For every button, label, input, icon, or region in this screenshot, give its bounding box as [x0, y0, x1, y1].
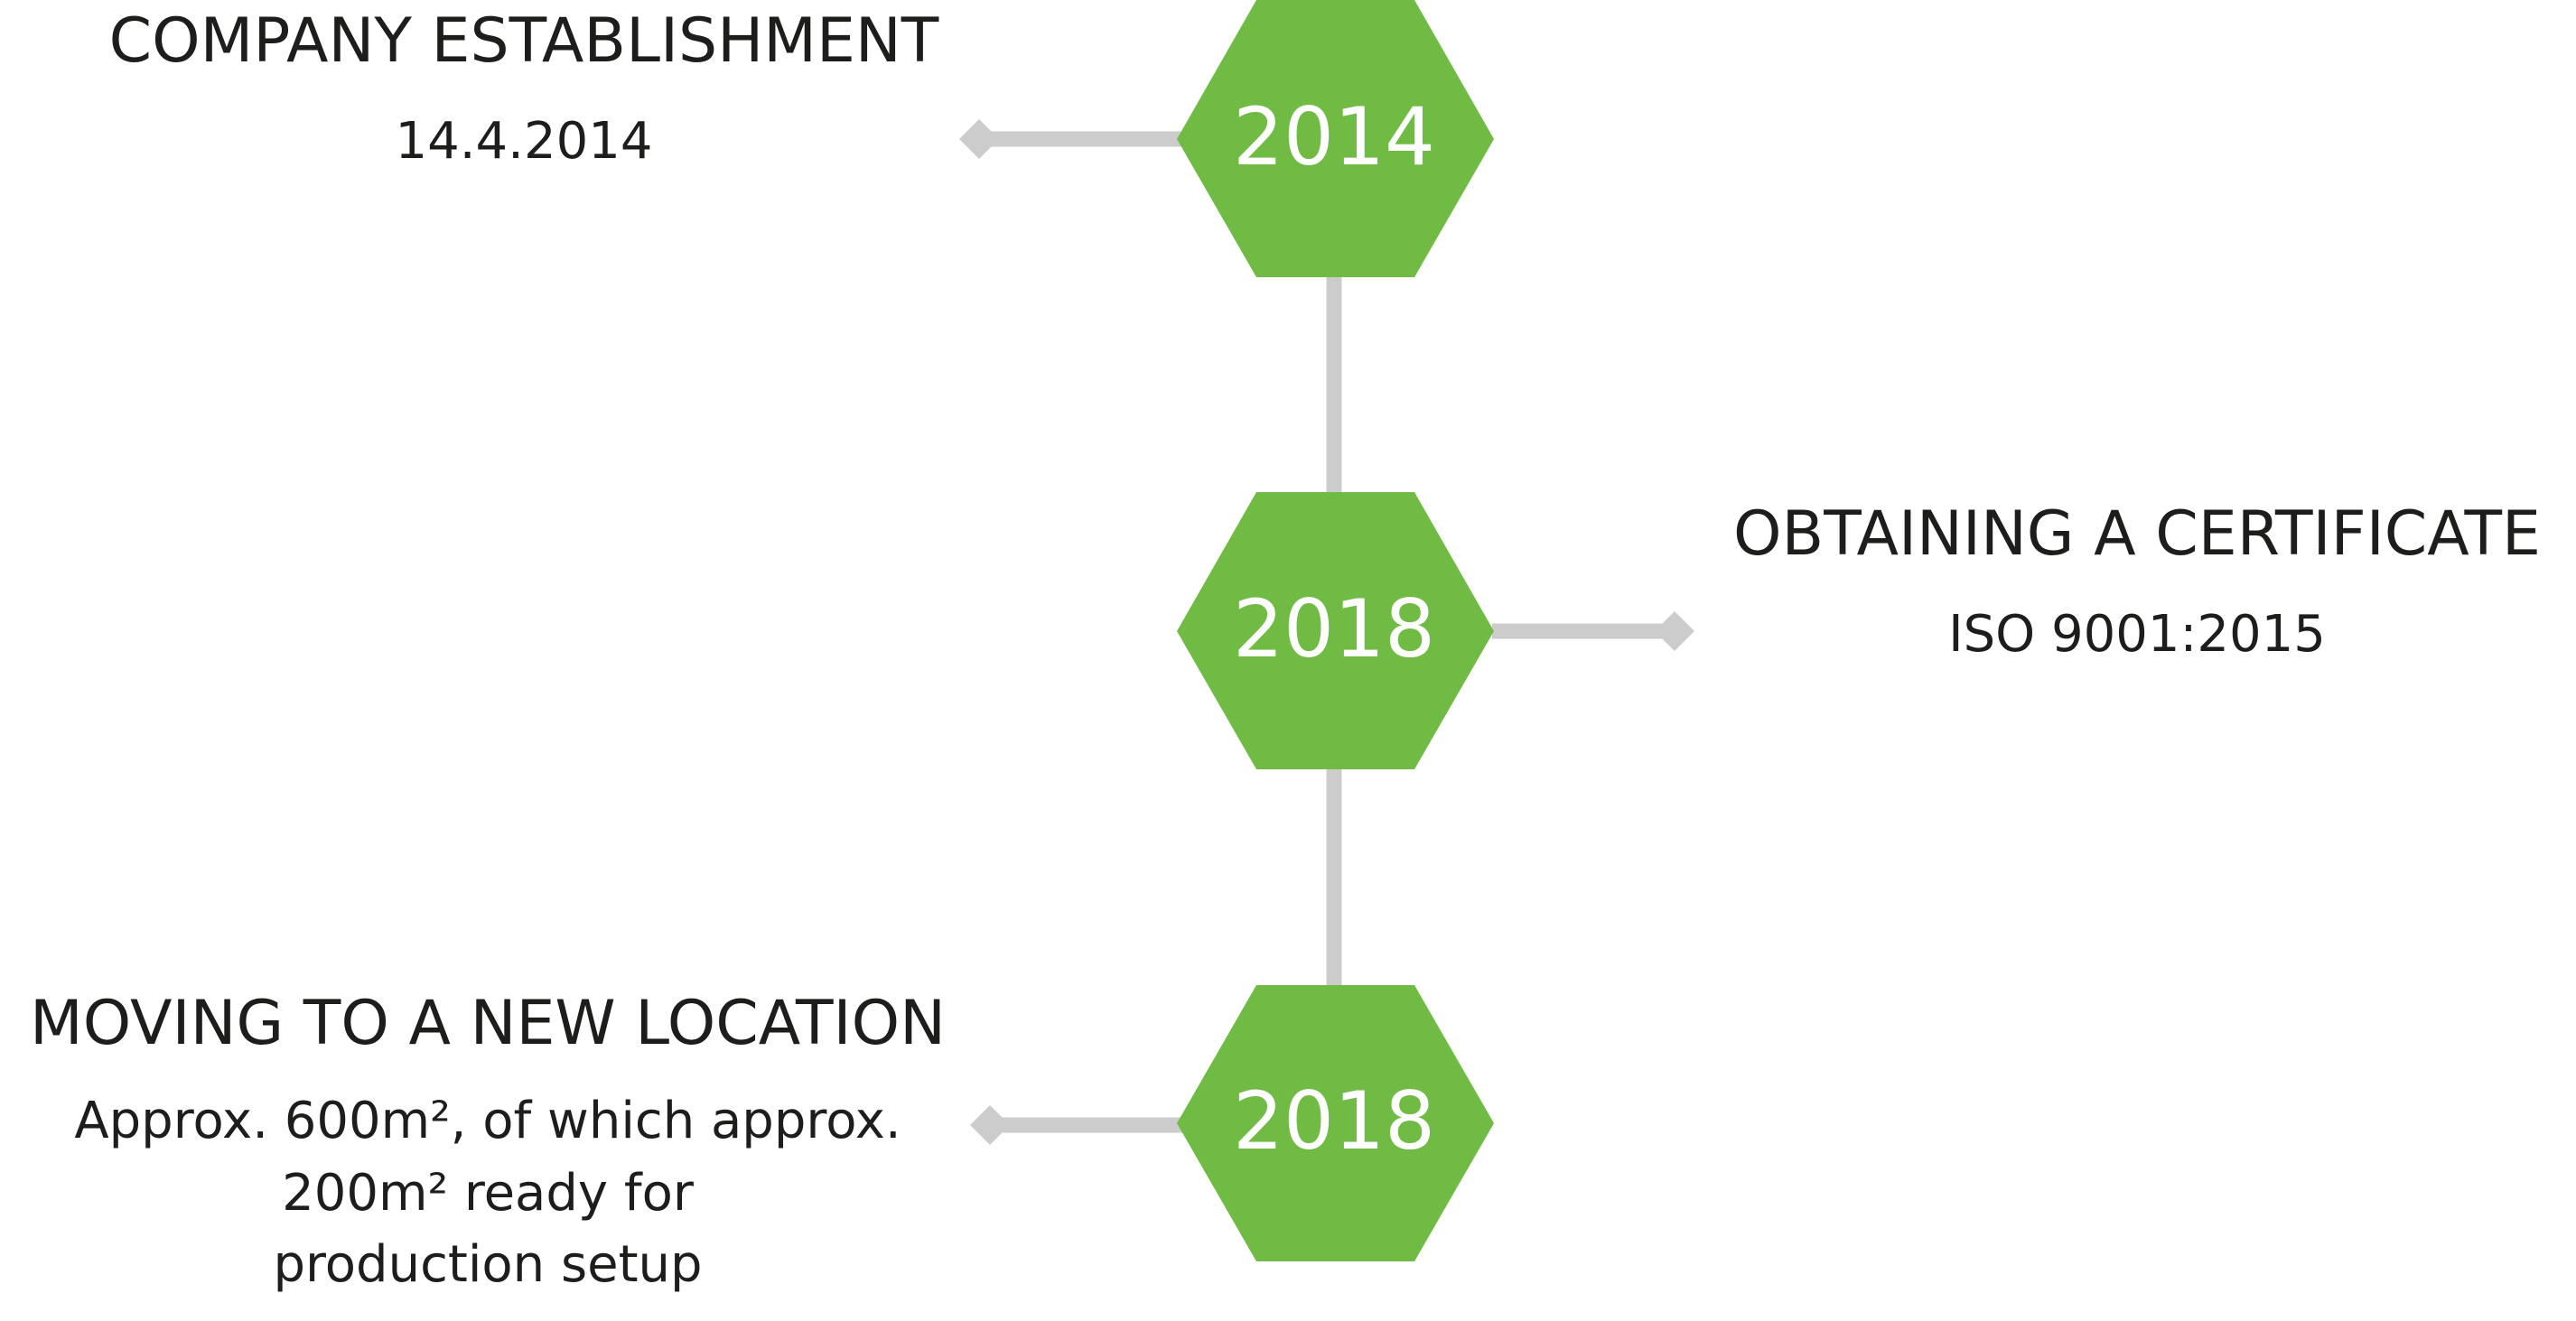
milestone-event-1: COMPANY ESTABLISHMENT 14.4.2014 — [72, 5, 975, 178]
hexagon-shape — [1177, 492, 1494, 769]
connector-diamond-1 — [959, 119, 999, 159]
milestone-year-1: 2014 — [1233, 90, 1435, 183]
milestone-detail-line: 14.4.2014 — [395, 112, 653, 172]
milestone-details-3: Approx. 600m², of which approx. 200m² re… — [0, 1085, 975, 1301]
milestone-details-2: ISO 9001:2015 — [1698, 600, 2576, 670]
milestone-detail-line: 200m² ready for — [282, 1163, 694, 1223]
hexagon-shape — [1177, 0, 1494, 277]
milestone-detail-line: ISO 9001:2015 — [1948, 605, 2326, 665]
milestone-details-1: 14.4.2014 — [72, 107, 975, 177]
milestone-hexagon-1: 2014 — [1177, 0, 1494, 277]
milestone-title-2: OBTAINING A CERTIFICATE — [1733, 498, 2541, 570]
milestone-detail-line: production setup — [273, 1235, 703, 1295]
connector-diamond-3 — [970, 1105, 1010, 1145]
hexagon-shape — [1177, 985, 1494, 1261]
milestone-hexagon-3: 2018 — [1177, 985, 1494, 1261]
milestone-event-2: OBTAINING A CERTIFICATE ISO 9001:2015 — [1698, 498, 2576, 671]
milestone-title-3: MOVING TO A NEW LOCATION — [30, 988, 946, 1059]
milestone-title-1: COMPANY ESTABLISHMENT — [108, 5, 939, 77]
milestone-year-2: 2018 — [1233, 582, 1435, 675]
milestone-year-3: 2018 — [1233, 1074, 1435, 1168]
connector-diamond-2 — [1655, 611, 1694, 651]
milestone-event-3: MOVING TO A NEW LOCATION Approx. 600m², … — [0, 988, 975, 1301]
milestone-detail-line: Approx. 600m², of which approx. — [74, 1092, 901, 1151]
milestone-hexagon-2: 2018 — [1177, 492, 1494, 769]
